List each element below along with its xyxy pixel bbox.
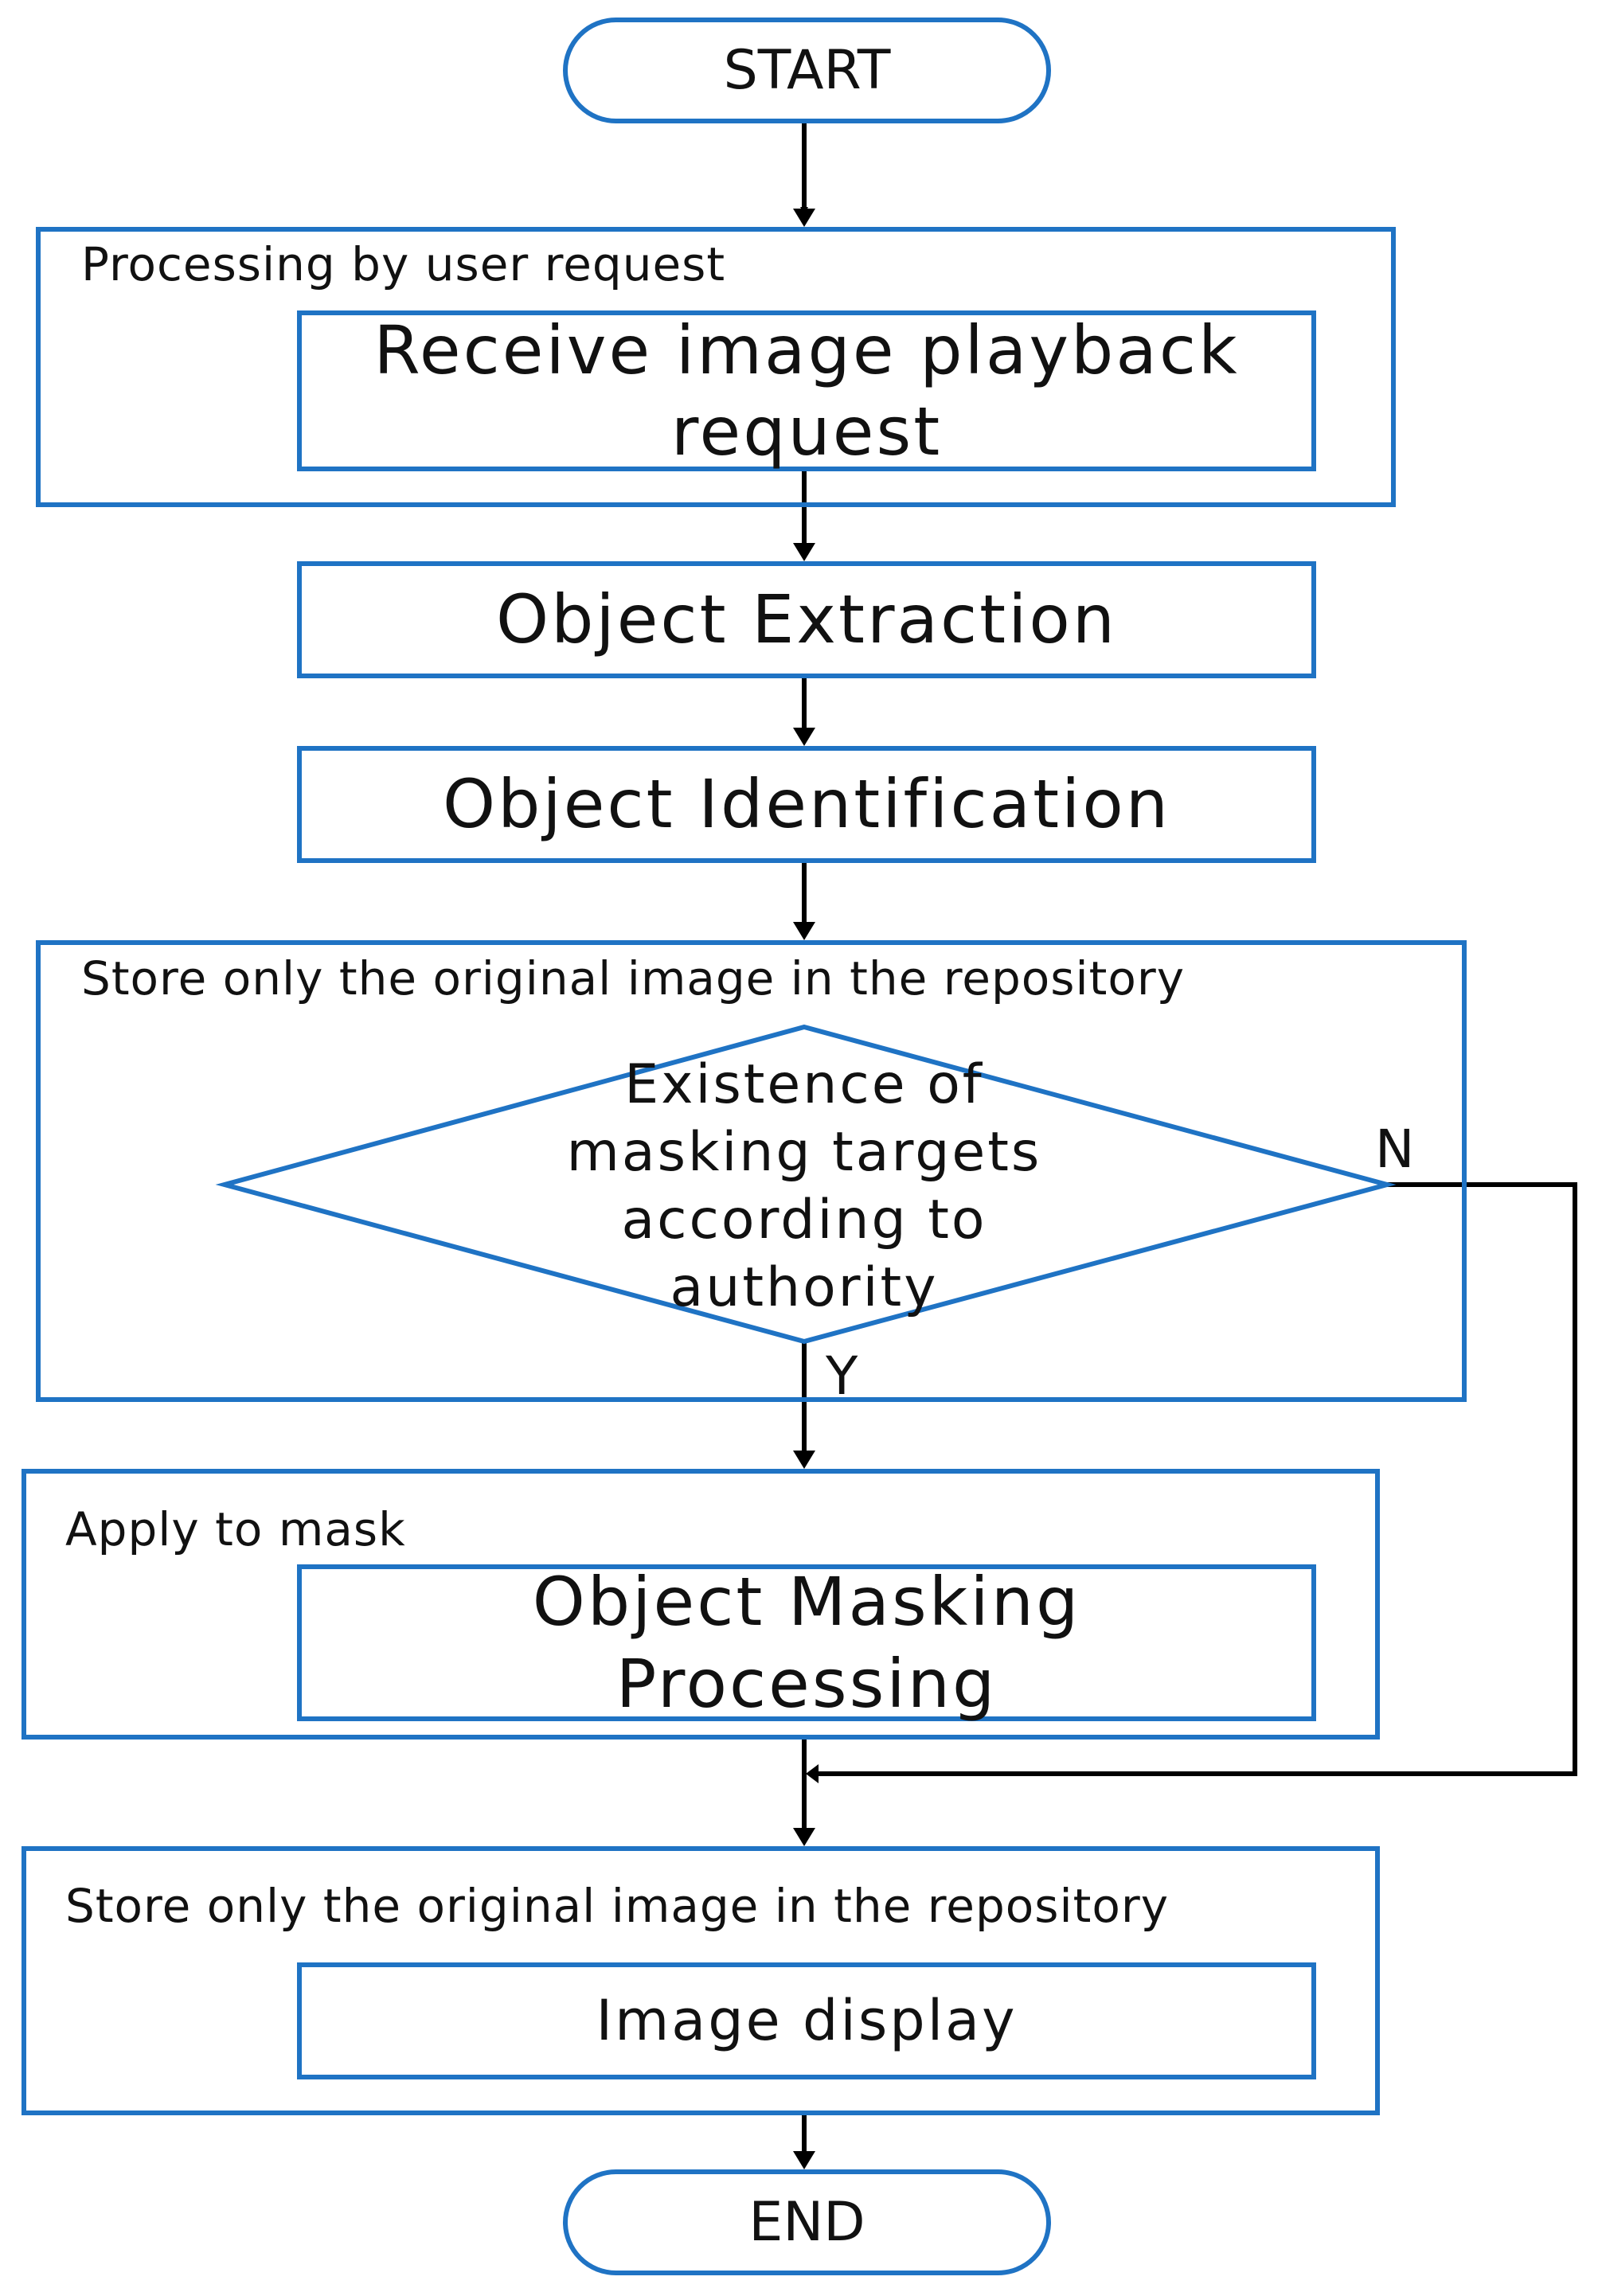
decision-diamond	[215, 1024, 1397, 1345]
group-user-request-label: Processing by user request	[81, 237, 726, 291]
group-store-original-decision-label: Store only the original image in the rep…	[81, 951, 1186, 1005]
step-object-identification-text: Object Identification	[442, 765, 1171, 844]
step-object-masking-text: Object Masking Processing	[532, 1563, 1081, 1723]
group-store-original-display-label: Store only the original image in the rep…	[65, 1879, 1170, 1933]
start-label: START	[723, 39, 891, 102]
group-apply-mask-label: Apply to mask	[65, 1502, 406, 1556]
end-terminal: END	[563, 2169, 1051, 2275]
step-receive-request: Receive image playback request	[297, 310, 1316, 471]
step-image-display-text: Image display	[596, 1987, 1018, 2053]
arrow-no-branch	[816, 1182, 1577, 1776]
start-terminal: START	[563, 18, 1051, 123]
decision-yes-label: Y	[826, 1345, 858, 1407]
group-apply-mask	[21, 1469, 1380, 1740]
group-user-request	[36, 227, 1396, 507]
group-store-original-display	[21, 1846, 1380, 2115]
step-image-display: Image display	[297, 1962, 1316, 2079]
group-store-original-decision	[36, 940, 1467, 1402]
end-label: END	[748, 2191, 865, 2254]
step-object-identification: Object Identification	[297, 746, 1316, 863]
step-receive-request-text: Receive image playback request	[373, 310, 1240, 471]
step-object-extraction: Object Extraction	[297, 561, 1316, 678]
decision-no-label: N	[1375, 1119, 1415, 1180]
step-object-masking: Object Masking Processing	[297, 1563, 1316, 1723]
step-object-extraction-text: Object Extraction	[495, 580, 1118, 659]
decision-text: Existence of masking targets according t…	[566, 1053, 1042, 1319]
